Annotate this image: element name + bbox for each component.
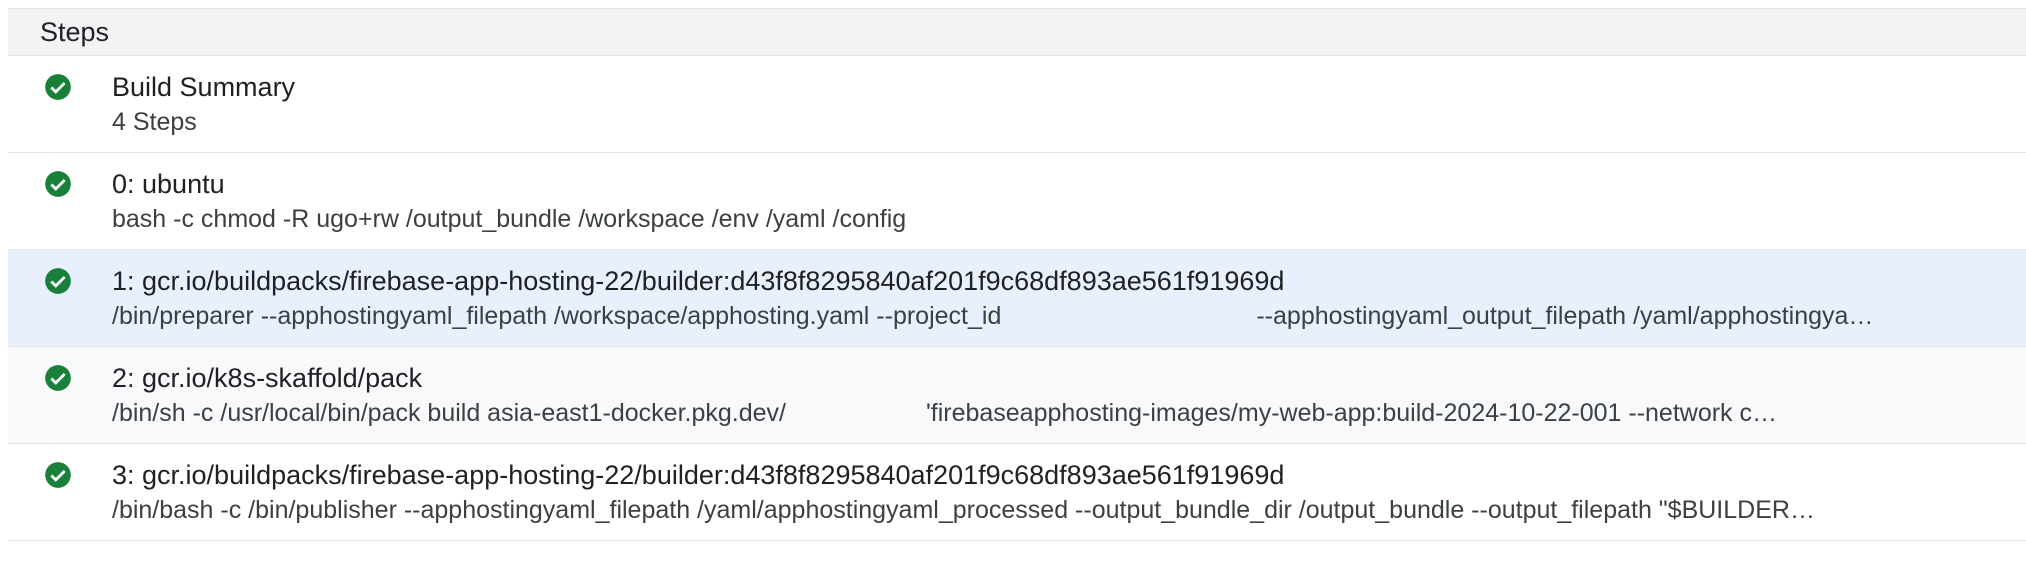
step-row-2[interactable]: 2: gcr.io/k8s-skaffold/pack /bin/sh -c /… bbox=[8, 347, 2026, 444]
step-row-3[interactable]: 3: gcr.io/buildpacks/firebase-app-hostin… bbox=[8, 444, 2026, 541]
step-success-icon bbox=[44, 461, 72, 489]
step-success-icon bbox=[44, 73, 72, 101]
step-title: 1: gcr.io/buildpacks/firebase-app-hostin… bbox=[112, 266, 1285, 296]
step-command: /bin/preparer --apphostingyaml_filepath … bbox=[112, 302, 1874, 330]
step-subtitle: 4 Steps bbox=[112, 108, 197, 136]
redacted-project-id-gap bbox=[786, 420, 926, 421]
step-row-build-summary[interactable]: Build Summary 4 Steps bbox=[8, 56, 2026, 153]
step-command: /bin/sh -c /usr/local/bin/pack build asi… bbox=[112, 399, 1778, 427]
steps-header-title: Steps bbox=[40, 16, 110, 47]
step-success-icon bbox=[44, 267, 72, 295]
step-title: 2: gcr.io/k8s-skaffold/pack bbox=[112, 363, 423, 393]
redacted-project-id-gap bbox=[1001, 323, 1256, 324]
steps-header: Steps bbox=[8, 8, 2026, 56]
step-success-icon bbox=[44, 170, 72, 198]
step-row-1[interactable]: 1: gcr.io/buildpacks/firebase-app-hostin… bbox=[8, 250, 2026, 347]
step-title: 0: ubuntu bbox=[112, 169, 225, 199]
step-success-icon bbox=[44, 364, 72, 392]
step-command: bash -c chmod -R ugo+rw /output_bundle /… bbox=[112, 205, 907, 233]
step-title: Build Summary bbox=[112, 72, 296, 102]
step-command: /bin/bash -c /bin/publisher --apphosting… bbox=[112, 496, 1815, 524]
build-steps-panel: Steps Build Summary 4 Steps 0: ubuntu ba… bbox=[8, 8, 2026, 541]
step-row-0[interactable]: 0: ubuntu bash -c chmod -R ugo+rw /outpu… bbox=[8, 153, 2026, 250]
step-title: 3: gcr.io/buildpacks/firebase-app-hostin… bbox=[112, 460, 1285, 490]
